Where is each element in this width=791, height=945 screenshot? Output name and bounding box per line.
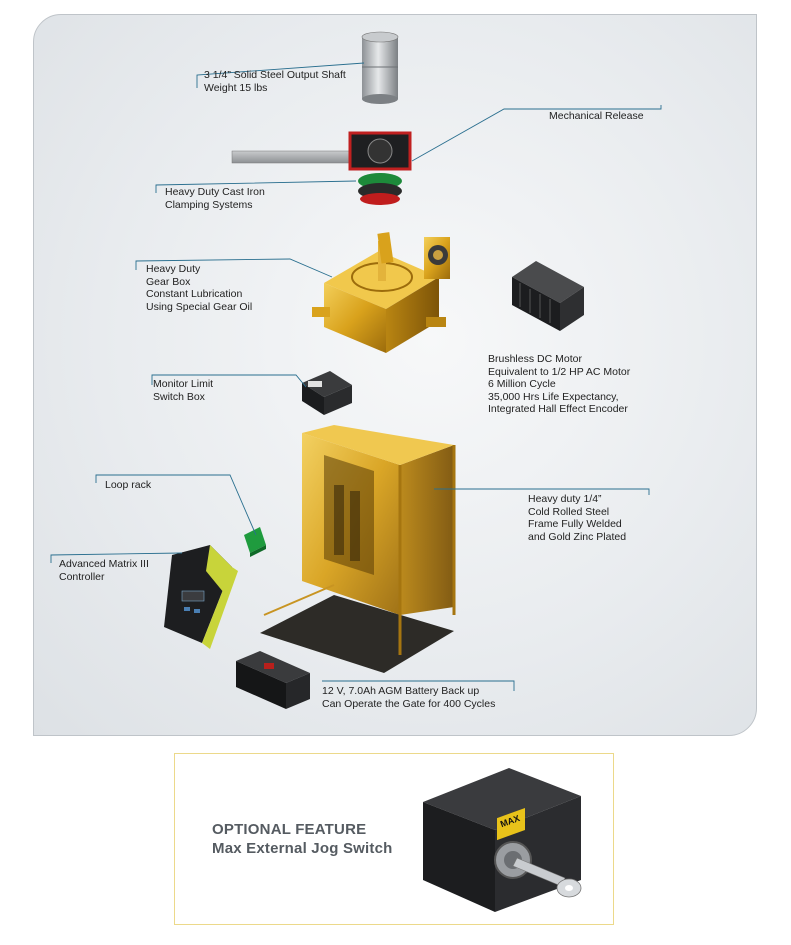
callout-clamping-systems: Heavy Duty Cast Iron Clamping Systems — [165, 186, 265, 211]
max-logo — [497, 807, 525, 841]
steel-frame-part — [260, 425, 456, 673]
optional-feature-box: OPTIONAL FEATURE Max External Jog Switch… — [174, 753, 614, 925]
leader-lines — [50, 62, 662, 691]
loop-rack-part — [244, 527, 266, 557]
callout-mechanical-release: Mechanical Release — [549, 110, 644, 122]
callout-controller: Advanced Matrix III Controller — [59, 558, 149, 583]
exploded-view-illustration — [50, 31, 662, 709]
jog-switch-illustration: MAX — [423, 768, 582, 912]
exploded-diagram-panel: 3 1/4” Solid Steel Output Shaft Weight 1… — [33, 14, 757, 736]
controller-part — [164, 545, 238, 649]
optional-feature-name: Max External Jog Switch — [212, 840, 393, 857]
callout-limit-switch-box: Monitor Limit Switch Box — [153, 378, 214, 403]
battery-part — [236, 651, 310, 709]
callout-brushless-dc-motor: Brushless DC Motor Equivalent to 1/2 HP … — [488, 353, 631, 415]
gear-box-part — [312, 232, 450, 353]
callout-battery: 12 V, 7.0Ah AGM Battery Back up Can Oper… — [322, 685, 496, 710]
key-icon — [512, 857, 582, 898]
callout-steel-frame: Heavy duty 1/4” Cold Rolled Steel Frame … — [528, 493, 627, 543]
mechanical-release-part — [231, 131, 412, 205]
brushless-dc-motor-part — [512, 261, 584, 331]
callout-gear-box: Heavy Duty Gear Box Constant Lubrication… — [146, 263, 253, 313]
callout-output-shaft: 3 1/4” Solid Steel Output Shaft Weight 1… — [204, 69, 346, 94]
optional-feature-title: OPTIONAL FEATURE Max External Jog Switch — [212, 820, 392, 858]
optional-feature-heading: OPTIONAL FEATURE — [212, 821, 367, 838]
limit-switch-box-part — [302, 371, 352, 415]
output-shaft-part — [361, 31, 399, 104]
callout-loop-rack: Loop rack — [105, 479, 152, 491]
